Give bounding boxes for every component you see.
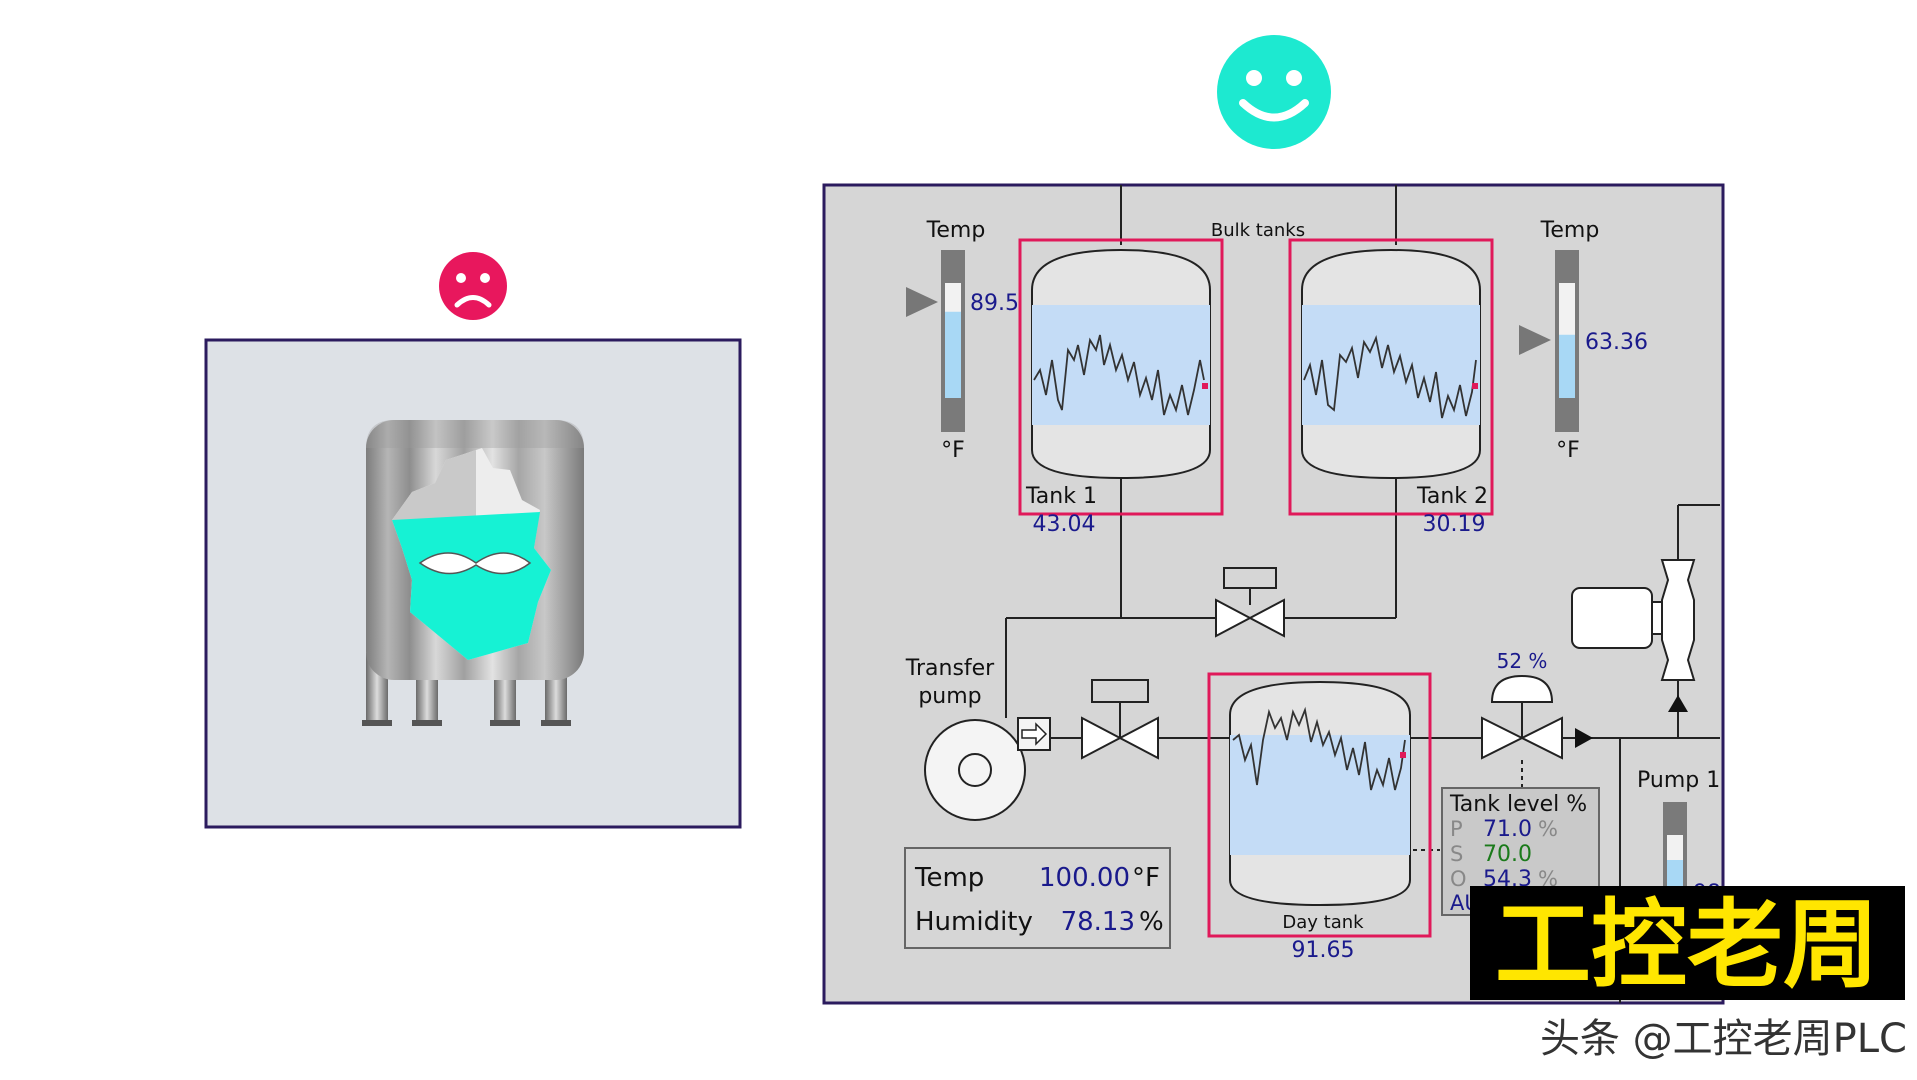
tank-level-s-key: S — [1450, 842, 1463, 866]
env-humidity-label: Humidity — [915, 907, 1033, 937]
motor-pump-icon — [1571, 559, 1696, 712]
temp-right-unit: °F — [1556, 438, 1580, 463]
day-tank-trend — [1232, 706, 1406, 791]
temp-left-pointer — [906, 287, 938, 317]
temp-gauge-right[interactable]: Temp 63.36 °F — [1519, 218, 1648, 463]
tank-level-p-value: 71.0 — [1483, 817, 1532, 842]
tank-1[interactable]: Tank 1 43.04 — [1018, 238, 1224, 537]
temp-left-label: Temp — [926, 218, 986, 243]
tank-level-p-unit: % — [1538, 817, 1558, 841]
tank-level-o-unit: % — [1538, 867, 1558, 891]
tank-2-trend — [1303, 334, 1477, 419]
happy-face-icon — [1217, 35, 1331, 149]
transfer-pump-label-2: pump — [918, 684, 981, 709]
temp-right-pointer — [1519, 325, 1551, 355]
control-valve[interactable]: 52 % — [1481, 649, 1593, 760]
temp-right-label: Temp — [1540, 218, 1600, 243]
day-tank-alarm-frame — [1207, 672, 1432, 938]
bad-example-panel — [204, 252, 742, 829]
temp-right-value: 63.36 — [1585, 330, 1648, 355]
watermark: 工控老周 头条 @工控老周PLC — [1470, 886, 1907, 1062]
day-tank-value: 91.65 — [1292, 938, 1355, 963]
env-humidity-unit: % — [1139, 907, 1164, 937]
env-temp-unit: °F — [1132, 863, 1160, 893]
transfer-pump[interactable]: Transfer pump — [905, 656, 1051, 821]
tank-level-title: Tank level % — [1449, 792, 1587, 817]
temp-gauge-left[interactable]: Temp 89.5 °F — [906, 218, 1019, 463]
tank-1-name: Tank 1 — [1025, 484, 1097, 509]
day-tank-name: Day tank — [1282, 912, 1364, 933]
tank-1-value: 43.04 — [1033, 512, 1096, 537]
temp-left-value: 89.5 — [970, 291, 1019, 316]
skeuomorphic-tank-icon — [362, 420, 584, 726]
environment-readout: Temp 100.00 °F Humidity 78.13 % — [904, 847, 1171, 949]
tank-2-name: Tank 2 — [1416, 484, 1488, 509]
good-example-panel: Bulk tanks Temp 89.5 °F Temp 63.36 °F — [822, 35, 1725, 1005]
env-temp-value: 100.00 — [1039, 863, 1130, 893]
pump-1-label: Pump 1 — [1637, 768, 1720, 793]
tank-1-alarm-frame — [1018, 238, 1224, 516]
temp-right-fill — [1559, 334, 1575, 398]
control-valve-percent: 52 % — [1497, 649, 1548, 673]
tank-level-o-key: O — [1450, 867, 1467, 891]
env-temp-label: Temp — [914, 863, 984, 893]
tank-level-p-key: P — [1450, 817, 1463, 841]
sad-face-icon — [439, 252, 507, 320]
env-humidity-value: 78.13 — [1061, 907, 1135, 937]
temp-left-unit: °F — [941, 438, 965, 463]
tank-2[interactable]: Tank 2 30.19 — [1288, 238, 1494, 537]
tank-2-alarm-frame — [1288, 238, 1494, 516]
transfer-valve[interactable] — [1081, 679, 1159, 760]
bulk-tanks-title: Bulk tanks — [1211, 220, 1305, 241]
day-tank[interactable]: Day tank 91.65 — [1207, 672, 1432, 963]
tank-1-trend — [1033, 334, 1205, 416]
tank-level-s-value: 70.0 — [1483, 842, 1532, 867]
watermark-small: 头条 @工控老周PLC — [1540, 1016, 1907, 1062]
bulk-valve[interactable] — [1215, 567, 1285, 638]
temp-left-fill — [945, 311, 961, 398]
tank-2-value: 30.19 — [1423, 512, 1486, 537]
watermark-big: 工控老周 — [1495, 889, 1879, 1001]
transfer-pump-label-1: Transfer — [905, 656, 995, 681]
